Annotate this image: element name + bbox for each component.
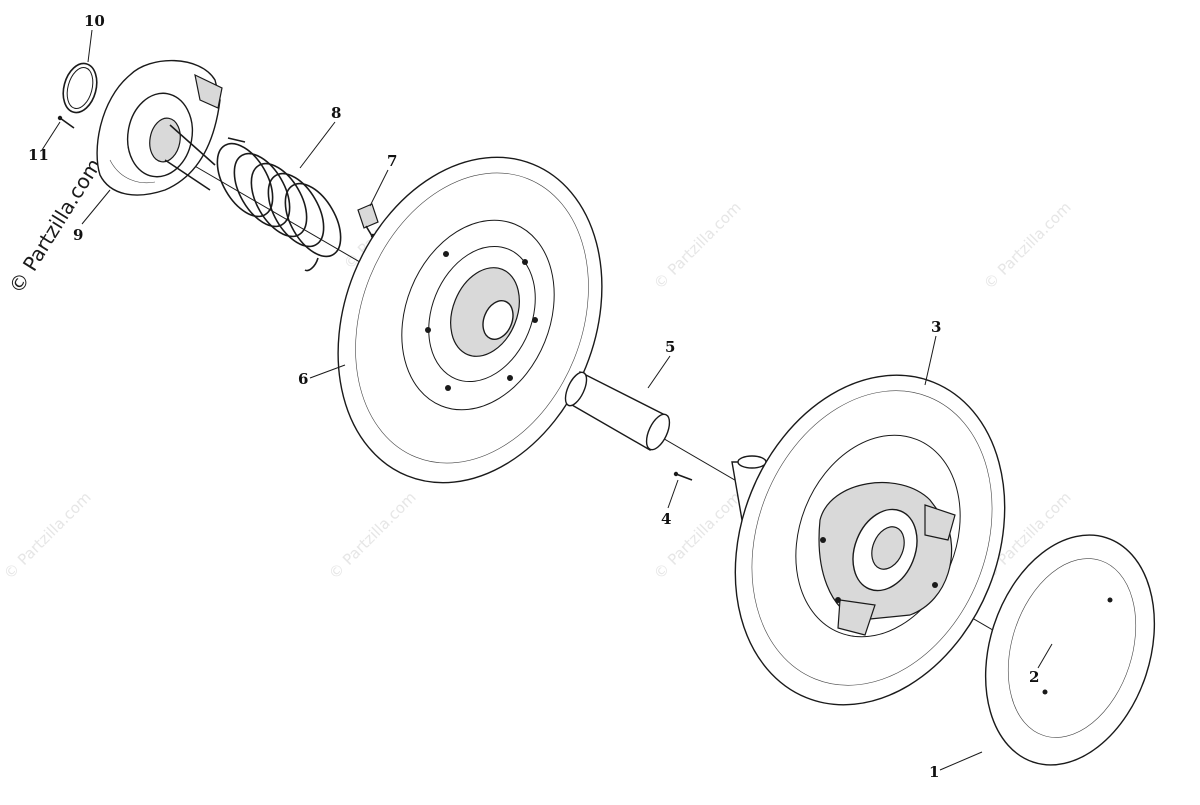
watermark: © Partzilla.com — [0, 488, 95, 583]
part-11-pin — [57, 115, 75, 129]
callout-9: 9 — [73, 189, 111, 244]
part-5-bushing-sleeve — [564, 370, 671, 452]
svg-text:4: 4 — [661, 510, 671, 528]
callout-10: 10 — [84, 12, 105, 63]
part-10-snap-ring — [62, 62, 98, 114]
callout-1: 1 — [929, 751, 983, 781]
part-8-spring — [216, 137, 342, 272]
part-1-cover-plate — [984, 534, 1156, 766]
svg-text:11: 11 — [28, 146, 49, 164]
callout-6: 6 — [298, 364, 346, 388]
callout-7: 7 — [369, 152, 397, 207]
watermark: © Partzilla.com — [325, 488, 420, 583]
part-9-cam-plate — [96, 59, 223, 196]
part-7-button-shoe — [357, 203, 379, 239]
callout-8: 8 — [299, 104, 341, 169]
part-4-pin — [673, 471, 693, 481]
callout-5: 5 — [647, 338, 675, 389]
svg-text:10: 10 — [84, 12, 105, 30]
svg-text:9: 9 — [73, 226, 83, 244]
side-watermark: © Partzilla.com — [4, 154, 106, 298]
svg-text:1: 1 — [929, 763, 939, 781]
svg-text:7: 7 — [387, 152, 397, 170]
watermark: © Partzilla.com — [650, 198, 745, 293]
svg-text:5: 5 — [665, 338, 675, 356]
callout-3: 3 — [924, 318, 941, 386]
callout-11: 11 — [28, 121, 61, 164]
watermark: © Partzilla.com — [980, 198, 1075, 293]
watermark: © Partzilla.com — [650, 488, 745, 583]
callout-4: 4 — [661, 479, 679, 528]
svg-text:2: 2 — [1029, 668, 1039, 686]
svg-text:3: 3 — [931, 318, 941, 336]
svg-text:8: 8 — [331, 104, 341, 122]
callout-2: 2 — [1029, 643, 1053, 686]
part-3-fixed-sheave — [731, 374, 1006, 706]
svg-text:6: 6 — [298, 370, 308, 388]
part-6-movable-sheave — [337, 156, 603, 484]
